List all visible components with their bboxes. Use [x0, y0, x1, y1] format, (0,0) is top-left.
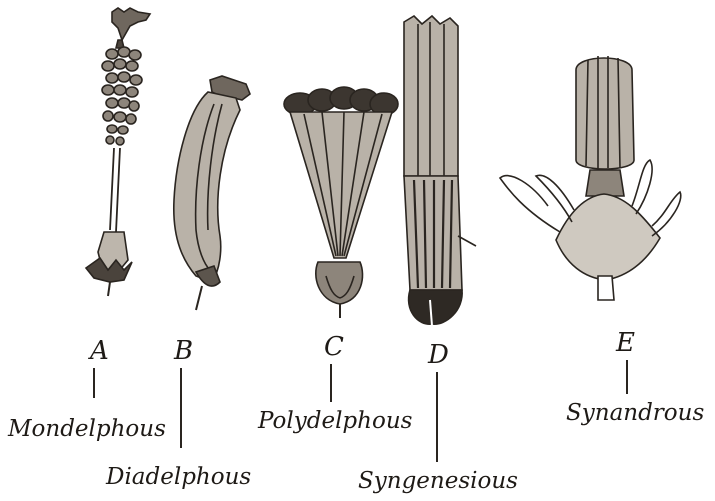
- polyadelphous-stamen-drawing: [284, 87, 398, 318]
- leader-line-d: [436, 372, 438, 462]
- label-letter-b: B: [174, 338, 193, 364]
- diadelphous-stamen-drawing: [174, 76, 250, 310]
- label-letter-d: D: [428, 342, 449, 368]
- label-syngenesious: Syngenesious: [358, 470, 518, 493]
- leader-line-c: [330, 364, 332, 402]
- leader-line-e: [626, 360, 628, 394]
- label-monadelphous: Mondelphous: [8, 418, 166, 441]
- synandrous-stamen-drawing: [500, 56, 681, 300]
- syngenesious-stamen-drawing: [404, 16, 476, 326]
- label-letter-c: C: [324, 334, 344, 360]
- label-synandrous: Synandrous: [566, 402, 704, 425]
- label-polyadelphous: Polydelphous: [258, 410, 412, 433]
- monadelphous-stamen-drawing: [86, 8, 150, 296]
- label-diadelphous: Diadelphous: [106, 466, 251, 489]
- label-letter-e: E: [616, 330, 635, 356]
- leader-line-b: [180, 368, 182, 448]
- label-letter-a: A: [90, 338, 109, 364]
- leader-line-a: [93, 368, 95, 398]
